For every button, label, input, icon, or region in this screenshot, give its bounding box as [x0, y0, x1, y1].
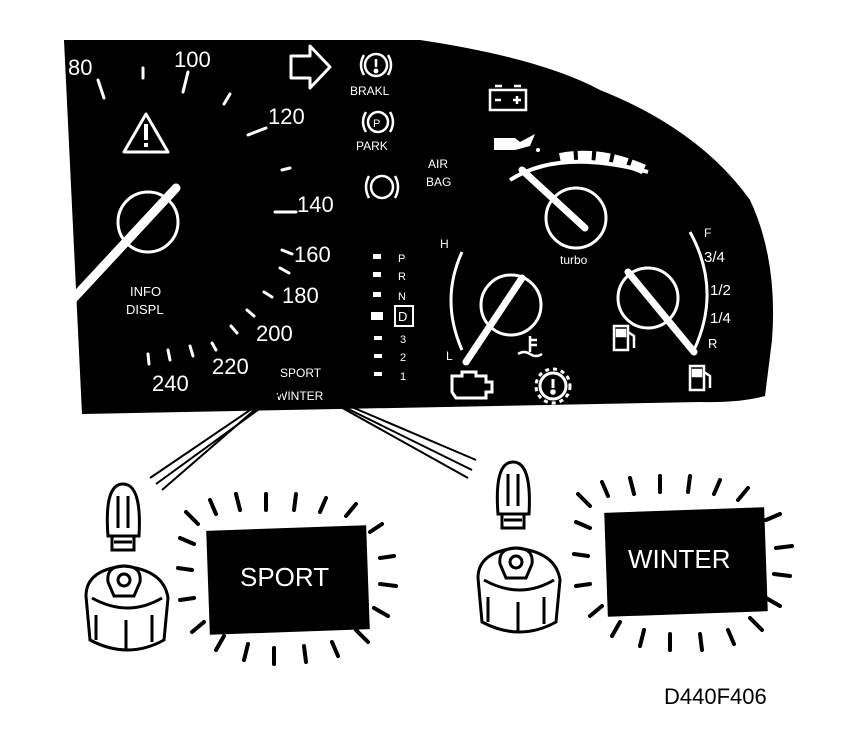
- winter-lamp-panel: [604, 507, 768, 617]
- sport-lamp-panel: [206, 525, 370, 635]
- callout-lines: [149, 384, 477, 491]
- speedometer-ticks: [96, 66, 298, 366]
- fuel-three-quarter-label: 3/4: [704, 249, 725, 266]
- cluster-panel: [64, 40, 774, 414]
- gear-d: D: [398, 309, 407, 324]
- airbag-label-2: BAG: [426, 175, 451, 189]
- coolant-temp-icon: [517, 336, 543, 358]
- figure-code: D440F406: [664, 684, 767, 709]
- speed-120: 120: [268, 104, 305, 129]
- brake-label: BRAKL: [350, 84, 390, 98]
- gear-indicator: P R N D 3 2 1: [371, 253, 414, 383]
- fuel-quarter-label: 1/4: [710, 310, 731, 327]
- winter-socket-icon: [476, 546, 562, 634]
- speedometer-hub: [67, 183, 181, 305]
- gear-r: R: [398, 271, 406, 283]
- gear-p: P: [398, 253, 405, 265]
- airbag-label-1: AIR: [428, 157, 448, 171]
- winter-bulb-icon: [495, 460, 531, 530]
- speed-140: 140: [297, 192, 334, 217]
- info-label: INFO: [130, 284, 161, 299]
- temp-low-label: L: [446, 349, 453, 363]
- speed-200: 200: [256, 321, 293, 346]
- gear-selected-box: [394, 305, 414, 327]
- check-engine-icon: [450, 370, 494, 400]
- battery-icon: [488, 84, 528, 112]
- turbo-gauge: turbo: [508, 150, 649, 267]
- fuel-gauge: F 3/4 1/2 1/4 R: [612, 226, 731, 392]
- sport-indicator-label: SPORT: [280, 366, 322, 380]
- speed-240: 240: [152, 371, 189, 396]
- speed-220: 220: [212, 354, 249, 379]
- fuel-reserve-icon: [688, 364, 712, 392]
- speedometer-numbers: 80 100 120 140 160 180 200 220 240: [68, 47, 334, 396]
- fuel-needle: [624, 268, 698, 356]
- turbo-needle: [518, 166, 589, 232]
- gear-1: 1: [400, 371, 406, 383]
- oil-pressure-icon: [494, 134, 540, 152]
- turn-arrow-icon: [289, 44, 332, 90]
- sport-glow-rays: [176, 492, 398, 666]
- turbo-label: turbo: [560, 253, 588, 267]
- brake-warning-icon: [359, 52, 393, 78]
- winter-panel-text: WINTER: [628, 544, 731, 574]
- fuel-reserve-label: R: [708, 336, 717, 351]
- warning-triangle-icon: [122, 112, 170, 154]
- speed-80: 80: [68, 55, 92, 80]
- park-label: PARK: [356, 139, 388, 153]
- svg-text:P: P: [373, 118, 380, 130]
- sport-bulb-icon: [105, 482, 141, 552]
- sport-panel-text: SPORT: [240, 562, 329, 592]
- winter-glow-rays: [572, 474, 794, 652]
- service-warning-icon: [534, 367, 572, 405]
- winter-indicator-label: WINTER: [276, 389, 324, 403]
- speed-160: 160: [294, 242, 331, 267]
- gear-2: 2: [400, 352, 406, 364]
- park-brake-icon: P: [361, 110, 395, 134]
- displ-label: DISPL: [126, 302, 164, 317]
- temperature-needle: [462, 274, 526, 366]
- speedometer-needle: [67, 183, 181, 305]
- sport-socket-icon: [84, 564, 170, 652]
- temperature-gauge: H L: [440, 237, 543, 366]
- temp-high-label: H: [440, 237, 449, 251]
- fuel-pump-icon: [612, 324, 636, 352]
- abs-warning-icon: [364, 174, 400, 200]
- speed-180: 180: [282, 283, 319, 308]
- fuel-full-label: F: [704, 226, 711, 240]
- fuel-half-label: 1/2: [710, 282, 731, 299]
- gear-3: 3: [400, 334, 406, 346]
- speed-100: 100: [174, 47, 211, 72]
- gear-n: N: [398, 291, 406, 303]
